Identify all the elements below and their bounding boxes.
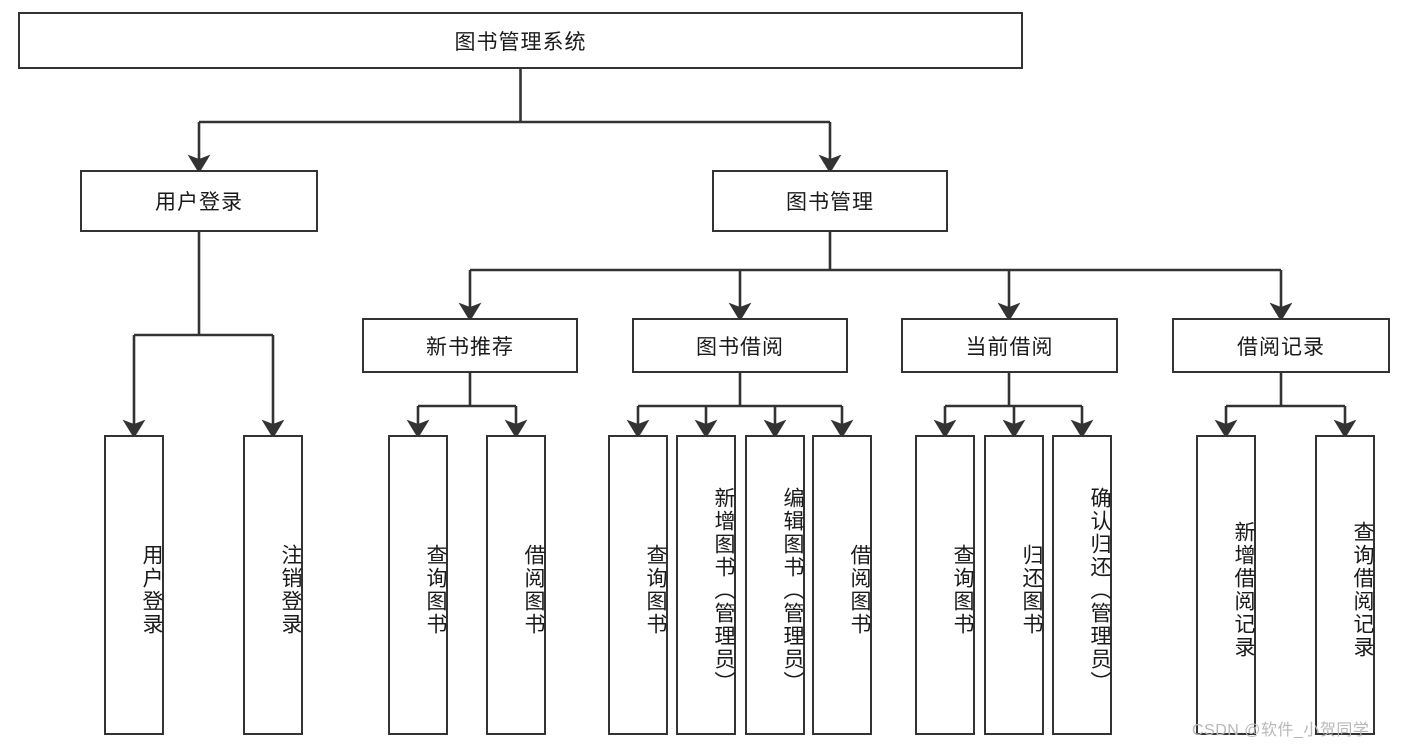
leaf-confirm-return-admin-label: 确认归还（管理员） [1088, 486, 1111, 694]
node-new-book-recommend-label: 新书推荐 [426, 335, 514, 359]
node-current-borrow[interactable]: 当前借阅 [901, 318, 1118, 373]
leaf-borrow-book-label: 借阅图书 [848, 544, 871, 636]
leaf-query-book-current[interactable]: 查询图书 [915, 435, 975, 735]
leaf-confirm-return-admin[interactable]: 确认归还（管理员） [1052, 435, 1112, 735]
node-book-management-label: 图书管理 [786, 191, 874, 214]
leaf-logout[interactable]: 注销登录 [243, 435, 303, 735]
leaf-return-book-label: 归还图书 [1020, 544, 1043, 636]
leaf-query-book-recommend-label: 查询图书 [424, 544, 447, 636]
node-borrow-record-label: 借阅记录 [1237, 335, 1325, 359]
leaf-query-book-current-label: 查询图书 [951, 544, 974, 636]
leaf-user-login[interactable]: 用户登录 [104, 435, 164, 735]
leaf-edit-book-admin-label: 编辑图书（管理员） [781, 486, 804, 694]
node-book-management[interactable]: 图书管理 [712, 170, 948, 232]
csdn-watermark: CSDN @软件_小贺同学 [1192, 722, 1370, 739]
node-book-borrow[interactable]: 图书借阅 [632, 318, 848, 373]
leaf-query-book-borrow-label: 查询图书 [644, 544, 667, 636]
leaf-add-borrow-record[interactable]: 新增借阅记录 [1196, 435, 1256, 735]
leaf-query-book-borrow[interactable]: 查询图书 [608, 435, 668, 735]
leaf-borrow-book[interactable]: 借阅图书 [812, 435, 872, 735]
leaf-query-book-recommend[interactable]: 查询图书 [388, 435, 448, 735]
leaf-add-book-admin-label: 新增图书（管理员） [712, 486, 735, 694]
leaf-query-borrow-record[interactable]: 查询借阅记录 [1315, 435, 1375, 735]
leaf-logout-label: 注销登录 [279, 544, 302, 636]
node-borrow-record[interactable]: 借阅记录 [1172, 318, 1390, 373]
node-current-borrow-label: 当前借阅 [965, 335, 1054, 359]
node-user-login[interactable]: 用户登录 [80, 170, 318, 232]
node-book-borrow-label: 图书借阅 [696, 335, 784, 359]
leaf-add-book-admin[interactable]: 新增图书（管理员） [676, 435, 736, 735]
node-root-label: 图书管理系统 [454, 30, 587, 54]
node-new-book-recommend[interactable]: 新书推荐 [362, 318, 578, 373]
leaf-return-book[interactable]: 归还图书 [984, 435, 1044, 735]
node-user-login-label: 用户登录 [155, 191, 243, 214]
leaf-user-login-label: 用户登录 [140, 544, 163, 636]
leaf-query-borrow-record-label: 查询借阅记录 [1351, 521, 1374, 659]
leaf-borrow-book-recommend-label: 借阅图书 [522, 544, 545, 636]
node-root[interactable]: 图书管理系统 [18, 12, 1023, 69]
leaf-add-borrow-record-label: 新增借阅记录 [1232, 521, 1255, 659]
leaf-borrow-book-recommend[interactable]: 借阅图书 [486, 435, 546, 735]
leaf-edit-book-admin[interactable]: 编辑图书（管理员） [745, 435, 805, 735]
